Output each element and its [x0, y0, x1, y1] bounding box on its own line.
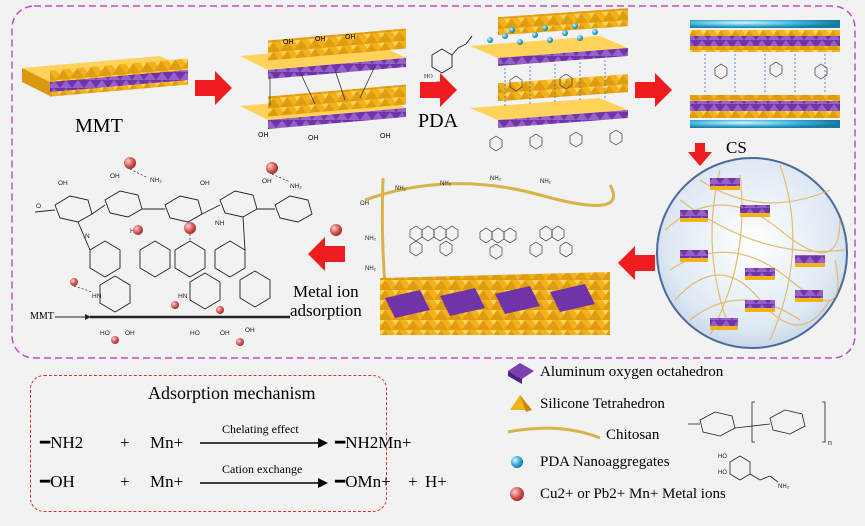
svg-text:NH₂: NH₂ [778, 484, 790, 490]
svg-text:NH₂: NH₂ [150, 177, 162, 184]
pda-label: PDA [418, 110, 459, 132]
cyan-sphere-icon [511, 456, 523, 468]
svg-text:NH: NH [215, 220, 225, 227]
adsorbed-metal-ions [70, 157, 278, 346]
svg-text:OH: OH [58, 180, 68, 187]
process-arrow-3 [635, 73, 672, 107]
expanded-mmt-layers: OH OH OH OH OH OH [240, 28, 406, 142]
legend-label-tetrahedron: Silicone Tetrahedron [540, 396, 665, 412]
row2-metal-ion: Mn+ [150, 472, 184, 491]
svg-text:HN: HN [178, 293, 188, 300]
process-arrow-1 [195, 71, 232, 105]
row1-metal-ion: Mn+ [150, 433, 184, 452]
chelating-arrow [200, 438, 328, 448]
dopamine-structure-icon [729, 455, 779, 483]
svg-text:OH: OH [110, 173, 120, 180]
legend-label-metal-ions: Cu2+ or Pb2+ Mn+ Metal ions [540, 486, 726, 502]
row1-plus: + [120, 433, 130, 452]
row2-plus2: + [408, 472, 418, 491]
oh-group: ━OH [40, 472, 75, 491]
svg-text:OH: OH [345, 34, 356, 41]
row2-product: ━OMn+ [335, 472, 391, 491]
process-arrow-6 [308, 237, 345, 271]
svg-text:NH₂: NH₂ [365, 266, 377, 272]
svg-text:HO: HO [190, 330, 200, 337]
svg-text:OH: OH [200, 180, 210, 187]
cs-coated-stack [690, 20, 840, 128]
chitosan-fiber-icon [507, 426, 601, 440]
svg-text:NH₂: NH₂ [290, 183, 302, 190]
composite-sphere [656, 157, 848, 349]
svg-text:HO: HO [718, 470, 727, 476]
cation-exchange-label: Cation exchange [222, 462, 303, 476]
legend-label-pda: PDA Nanoaggregates [540, 454, 670, 470]
svg-text:OH: OH [245, 327, 255, 334]
adsorption-mechanism-box [30, 375, 387, 512]
pda-molecule-icon: HO OH [424, 35, 473, 87]
svg-text:NH₂: NH₂ [540, 179, 552, 185]
legend-label-octahedron: Aluminum oxygen octahedron [540, 364, 724, 380]
chemical-structure [34, 190, 313, 319]
svg-text:N: N [85, 233, 90, 240]
metal-ion-sphere [330, 224, 342, 236]
row1-product: ━NH2Mn+ [335, 433, 412, 452]
nh2-group: ━NH2 [40, 433, 84, 452]
svg-text:O: O [36, 203, 41, 210]
legend-label-chitosan: Chitosan [606, 427, 660, 443]
svg-text:OH: OH [125, 330, 135, 337]
red-sphere-icon [510, 487, 524, 501]
metal-ion-label-line2: adsorption [290, 301, 362, 320]
svg-text:n: n [828, 440, 832, 447]
svg-text:OH: OH [258, 132, 269, 139]
row2-plus: + [120, 472, 130, 491]
process-arrow-4 [688, 143, 712, 166]
cation-exchange-arrow [200, 478, 328, 488]
mmt-pointer-arrow [55, 314, 91, 320]
svg-text:OH: OH [308, 135, 319, 142]
svg-text:OH: OH [315, 36, 326, 43]
svg-text:NH₂: NH₂ [490, 176, 502, 182]
process-arrow-2 [420, 73, 457, 107]
svg-text:NH₂: NH₂ [440, 181, 452, 187]
pda-cs-mmt-detail: NH₂ NH₂ NH₂ NH₂ NH₂ NH₂ OH [360, 176, 616, 335]
mmt-layer [22, 56, 188, 97]
mechanism-title: Adsorption mechanism [148, 383, 316, 403]
svg-text:HO: HO [100, 330, 110, 337]
metal-ion-label-line1: Metal ion [293, 282, 359, 301]
pda-mmt-layers [470, 8, 628, 152]
svg-text:HO: HO [424, 74, 433, 80]
svg-text:HN: HN [92, 293, 102, 300]
yellow-tetrahedron-icon [510, 395, 532, 412]
svg-text:OH: OH [220, 330, 230, 337]
row2-byproduct: H+ [425, 472, 447, 491]
process-arrow-5 [618, 246, 655, 280]
mmt-small-label: MMT [30, 311, 54, 322]
purple-octahedron-icon [508, 363, 534, 384]
svg-text:OH: OH [360, 201, 369, 207]
svg-text:HO: HO [718, 454, 727, 460]
cs-label: CS [726, 138, 747, 157]
chitosan-structure-icon [688, 401, 826, 443]
svg-text:OH: OH [262, 178, 272, 185]
svg-text:NH₂: NH₂ [395, 186, 407, 192]
chelating-effect-label: Chelating effect [222, 422, 299, 436]
mmt-label: MMT [75, 115, 123, 137]
svg-text:NH₂: NH₂ [365, 236, 377, 242]
svg-text:OH: OH [380, 133, 391, 140]
svg-text:OH: OH [283, 39, 294, 46]
process-frame [11, 5, 856, 359]
